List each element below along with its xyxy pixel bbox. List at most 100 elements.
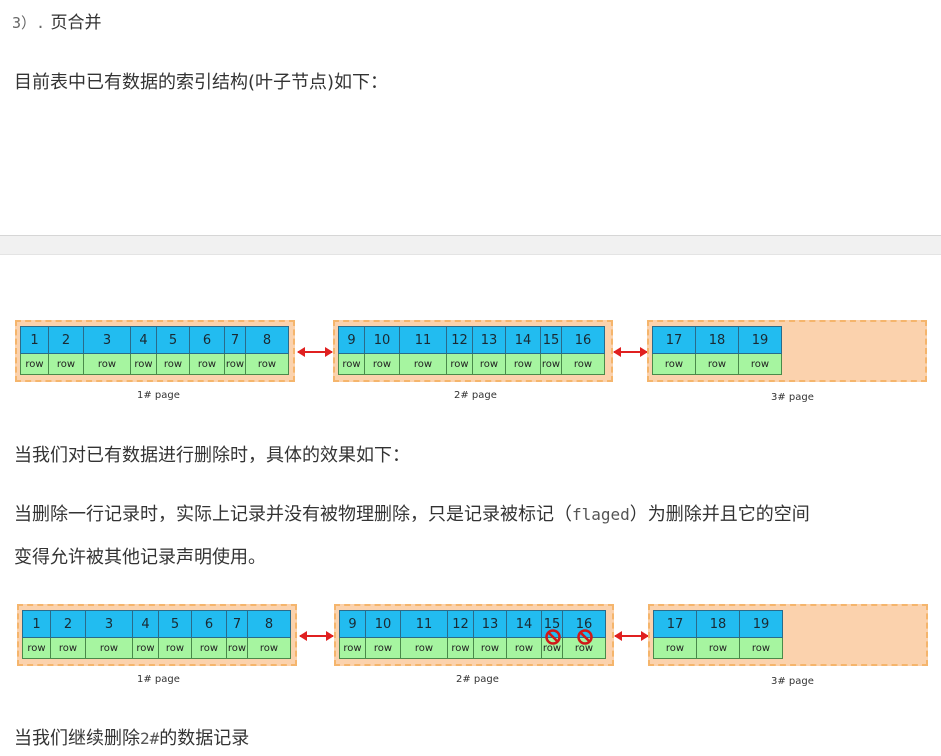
row-cell: row [132,637,159,659]
section-heading: 3）. 页合并 [12,8,101,33]
page-label-2: 2# page [456,674,499,685]
key-cell-12: 12 [446,326,473,354]
key-cell-15: 15 [541,610,563,645]
intro-paragraph: 目前表中已有数据的索引结构(叶子节点)如下： [14,72,389,93]
row-cell: row [20,353,49,375]
key-cell-6: 6 [191,610,227,638]
key-cell-9: 9 [339,610,366,638]
key-cell-1: 1 [20,326,49,354]
link-arrow-1-2 [299,631,334,641]
page-label-2: 2# page [454,390,497,401]
page-label-3: 3# page [771,392,814,403]
row-cell: row [226,637,248,659]
row-cell: row [400,637,448,659]
flag-text-prefix: 当删除一行记录时，实际上记录并没有被物理删除，只是记录被标记（ [14,504,572,525]
row-cell: row [540,353,562,375]
key-cell-13: 13 [473,610,507,638]
section-number: 3）. [12,14,46,32]
key-cell-7: 7 [224,326,246,354]
flag-paragraph-line2: 变得允许被其他记录声明使用。 [14,547,266,568]
key-cell-5: 5 [158,610,192,638]
key-cell-12: 12 [447,610,474,638]
row-cell: row [224,353,246,375]
row-cell: row [695,353,739,375]
key-cell-18: 18 [695,326,739,354]
delete-paragraph: 当我们对已有数据进行删除时，具体的效果如下： [14,445,410,466]
row-cell: row [652,353,696,375]
flag-code: flaged [572,505,630,524]
key-cell-4: 4 [130,326,157,354]
key-cell-8: 8 [245,326,289,354]
row-cell: row [158,637,192,659]
key-cell-3: 3 [85,610,133,638]
row-cell: row [247,637,291,659]
row-cell: row [339,637,366,659]
row-cell: row [561,353,605,375]
key-cell-16: 16 [562,610,606,645]
key-cell-14: 14 [505,326,541,354]
continue-text-suffix: 的数据记录 [159,728,250,749]
row-cell: row [739,637,783,659]
row-cell: row [473,637,507,659]
section-title: 页合并 [50,13,102,33]
row-cell: row [696,637,740,659]
row-cell: row [191,637,227,659]
page-label-3: 3# page [771,676,814,687]
key-cell-2: 2 [50,610,86,638]
deleted-flag-icon [545,629,561,645]
row-cell: row [399,353,447,375]
row-cell: row [48,353,84,375]
deleted-flag-icon [577,629,593,645]
key-cell-3: 3 [83,326,131,354]
row-cell: row [505,353,541,375]
key-cell-11: 11 [399,326,447,354]
page-label-1: 1# page [137,674,180,685]
key-cell-17: 17 [653,610,697,638]
key-cell-19: 19 [739,610,783,638]
page-break-divider [0,235,941,255]
link-arrow-2-3 [613,347,648,357]
key-cell-7: 7 [226,610,248,638]
row-cell: row [130,353,157,375]
key-cell-19: 19 [738,326,782,354]
key-cell-15: 15 [540,326,562,354]
row-cell: row [472,353,506,375]
row-cell: row [50,637,86,659]
key-cell-1: 1 [22,610,51,638]
row-cell: row [22,637,51,659]
continue-paragraph: 当我们继续删除2#的数据记录 [14,724,249,750]
row-cell: row [506,637,542,659]
key-cell-10: 10 [365,610,401,638]
link-arrow-1-2 [297,347,333,357]
page-label-1: 1# page [137,390,180,401]
key-cell-11: 11 [400,610,448,638]
key-cell-17: 17 [652,326,696,354]
key-cell-16: 16 [561,326,605,354]
link-arrow-2-3 [614,631,649,641]
key-cell-8: 8 [247,610,291,638]
row-cell: row [83,353,131,375]
row-cell: row [653,637,697,659]
row-cell: row [85,637,133,659]
row-cell: row [365,637,401,659]
key-cell-6: 6 [189,326,225,354]
row-cell: row [338,353,365,375]
key-cell-18: 18 [696,610,740,638]
flag-text-suffix: ）为删除并且它的空间 [629,504,810,525]
key-cell-9: 9 [338,326,365,354]
key-cell-2: 2 [48,326,84,354]
row-cell: row [364,353,400,375]
continue-text-prefix: 当我们继续删除 [14,728,140,749]
